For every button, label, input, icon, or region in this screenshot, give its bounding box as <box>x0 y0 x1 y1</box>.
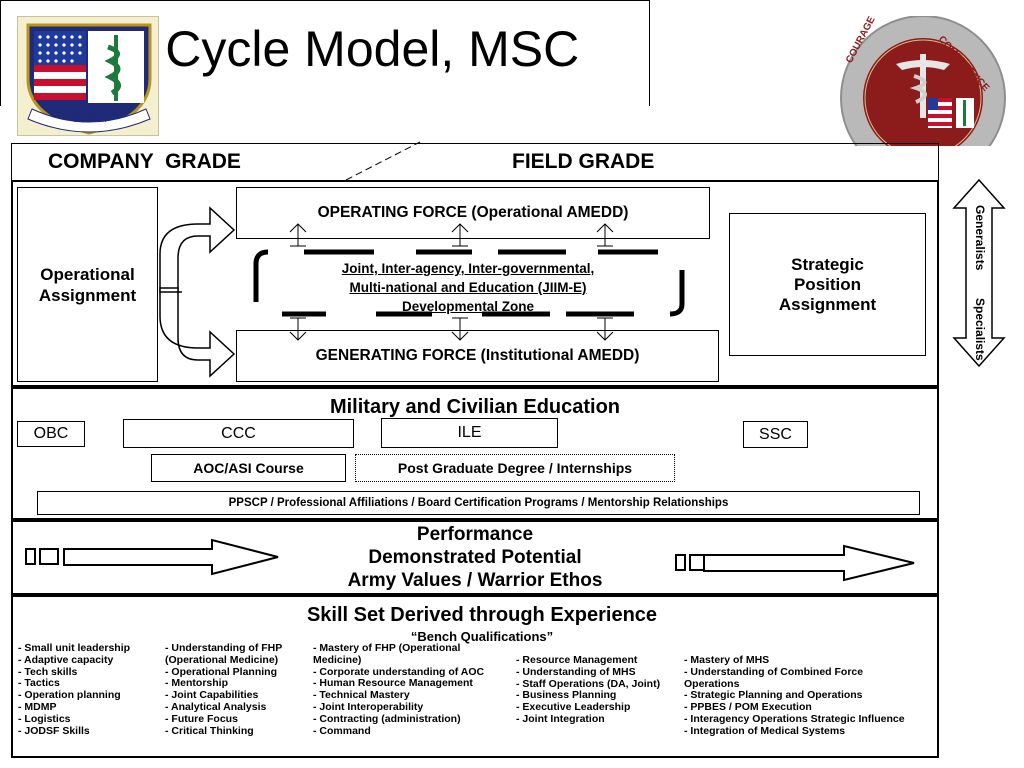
specialists-label: Specialists <box>973 298 987 361</box>
skill-item: Operations <box>684 677 740 690</box>
skill-item: - Technical Mastery <box>313 689 410 702</box>
performance-section <box>11 520 939 595</box>
skill-item: - Human Resource Management <box>313 677 473 690</box>
logo-motto: TO CONSERVE FIGHTING STRENGTH <box>53 112 127 124</box>
performance-line-1: Performance <box>416 524 534 545</box>
jiim-zone-frame <box>253 223 685 341</box>
ile-box: ILE <box>381 418 558 448</box>
performance-arrow-right <box>675 544 915 582</box>
operational-assignment-box: Operational Assignment <box>17 187 158 382</box>
field-grade-label: FIELD GRADE <box>512 150 655 173</box>
generalist-specialist-arrow <box>952 178 1006 368</box>
skills-section <box>11 595 939 758</box>
skill-item: - Logistics <box>18 712 71 725</box>
skill-item: - Business Planning <box>516 689 617 702</box>
generalists-label: Generalists <box>973 205 987 271</box>
ccc-label: CCC <box>221 424 256 442</box>
grade-bar <box>11 143 939 181</box>
generating-force-box: GENERATING FORCE (Institutional AMEDD) <box>236 330 719 382</box>
skill-item: - Mastery of FHP (Operational <box>313 642 461 654</box>
performance-line-2: Demonstrated Potential <box>368 547 582 568</box>
skills-column-company: - Small unit leadership - Adaptive capac… <box>18 642 131 737</box>
performance-text: Performance Demonstrated Potential Army … <box>290 523 660 592</box>
performance-line-3: Army Values / Warrior Ethos <box>347 570 603 591</box>
skill-item: - Contracting (administration) <box>313 712 461 725</box>
skill-item: - Integration of Medical Systems <box>684 724 846 737</box>
skill-item: - Tech skills <box>18 665 78 678</box>
ppscp-label: PPSCP / Professional Affiliations / Boar… <box>228 497 729 509</box>
skill-item: - Interagency Operations Strategic Influ… <box>684 712 905 725</box>
operational-assignment-label: Operational Assignment <box>38 264 137 305</box>
jiim-line-3: Developmental Zone <box>401 299 535 314</box>
skill-item: - Mastery of MHS <box>684 654 770 666</box>
operating-force-box: OPERATING FORCE (Operational AMEDD) <box>236 187 710 239</box>
skills-column-ile: - Resource Management - Understanding of… <box>516 654 661 726</box>
ile-label: ILE <box>457 424 482 441</box>
skill-item: - Analytical Analysis <box>165 700 267 713</box>
skill-item: - Strategic Planning and Operations <box>684 689 863 702</box>
skill-item: - Corporate understanding of AOC <box>313 665 485 678</box>
obc-label: OBC <box>33 425 69 442</box>
jiim-zone-text: Joint, Inter-agency, Inter-governmental,… <box>290 259 646 316</box>
msc-seal: COURAGE COMPETENCE <box>836 15 1010 181</box>
skill-item: - Staff Operations (DA, Joint) <box>516 677 661 690</box>
skill-item: - Understanding of MHS <box>516 665 636 678</box>
jiim-line-1: Joint, Inter-agency, Inter-governmental, <box>341 261 595 276</box>
aoc-asi-box: AOC/ASI Course <box>151 454 346 482</box>
education-section <box>11 387 939 520</box>
skills-column-ccc: - Understanding of FHP (Operational Medi… <box>165 642 283 737</box>
skills-subheading: “Bench Qualifications” <box>410 629 554 644</box>
skills-column-strategic: - Mastery of MHS - Understanding of Comb… <box>684 654 905 738</box>
grade-divider-dash <box>345 141 421 181</box>
skill-item: - Small unit leadership <box>18 642 131 654</box>
strategic-position-box: Strategic Position Assignment <box>729 213 926 356</box>
skill-item: - Operation planning <box>18 689 121 702</box>
amedd-regimental-logo: TO CONSERVE FIGHTING STRENGTH <box>17 16 159 136</box>
skill-item: - Mentorship <box>165 677 228 690</box>
ppscp-box: PPSCP / Professional Affiliations / Boar… <box>37 491 920 515</box>
skill-item: - Resource Management <box>516 654 638 666</box>
strategic-position-label: Strategic Position Assignment <box>778 254 877 314</box>
obc-box: OBC <box>17 421 85 447</box>
skills-column-field: - Mastery of FHP (Operational Medicine) … <box>313 642 485 737</box>
skill-item: - PPBES / POM Execution <box>684 701 812 714</box>
seal-icon <box>840 15 1006 181</box>
skill-item: - Executive Leadership <box>516 701 631 714</box>
generating-force-label: GENERATING FORCE (Institutional AMEDD) <box>315 347 640 364</box>
skill-item: - Joint Interoperability <box>313 700 424 713</box>
postgrad-box: Post Graduate Degree / Internships <box>355 454 675 482</box>
skill-item: (Operational Medicine) <box>165 653 279 666</box>
ccc-box: CCC <box>123 419 354 448</box>
skill-item: - MDMP <box>18 700 57 713</box>
aoc-asi-label: AOC/ASI Course <box>193 460 304 476</box>
skill-item: - Joint Integration <box>516 712 605 725</box>
skill-item: - Critical Thinking <box>165 724 254 737</box>
operating-force-label: OPERATING FORCE (Operational AMEDD) <box>317 204 629 221</box>
skill-item: - Understanding of FHP <box>165 642 283 654</box>
postgrad-label: Post Graduate Degree / Internships <box>397 460 633 476</box>
curved-arrows <box>159 206 236 378</box>
assignment-section <box>11 180 939 387</box>
skill-item: - Tactics <box>18 677 60 690</box>
ssc-box: SSC <box>743 421 808 448</box>
company-grade-label: COMPANY GRADE <box>48 150 241 173</box>
skill-item: Medicine) <box>313 653 362 666</box>
skill-item: - Understanding of Combined Force <box>684 665 864 678</box>
jiim-line-2: Multi-national and Education (JIIM-E) <box>349 280 587 295</box>
skill-item: - Future Focus <box>165 712 238 725</box>
skill-item: - Command <box>313 724 371 737</box>
skill-item: - Operational Planning <box>165 665 278 678</box>
skill-item: - Adaptive capacity <box>18 653 114 666</box>
skill-item: - JODSF Skills <box>18 724 90 737</box>
skills-heading: Skill Set Derived through Experience <box>306 604 658 626</box>
skill-item: - Joint Capabilities <box>165 689 259 702</box>
ssc-label: SSC <box>759 425 792 443</box>
education-heading: Military and Civilian Education <box>329 396 621 418</box>
shield-icon <box>26 23 152 135</box>
performance-arrow-left <box>25 538 279 576</box>
